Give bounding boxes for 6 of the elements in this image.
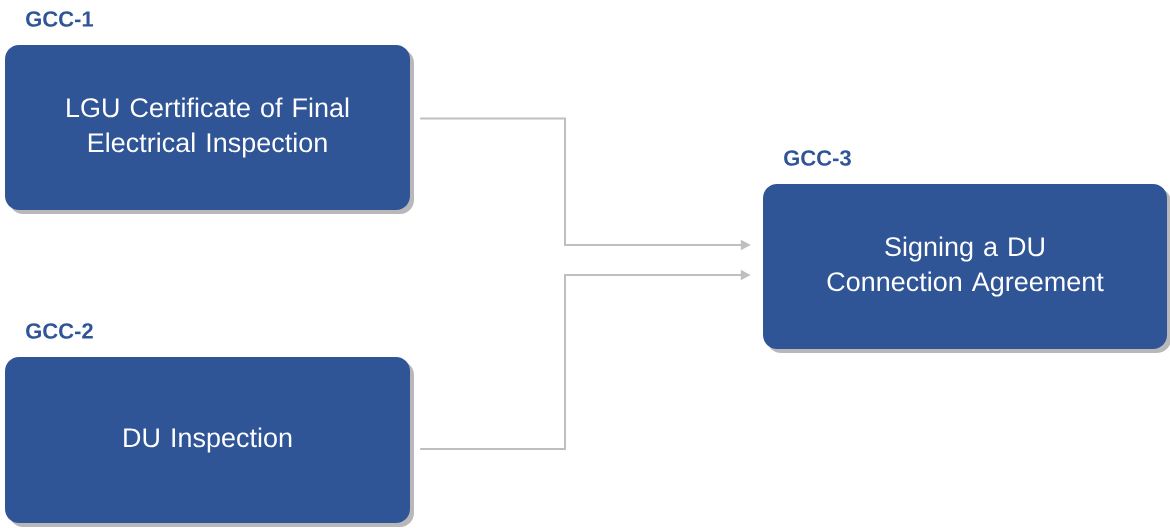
box-heading: GCC-2 <box>26 323 93 339</box>
box-heading: GCC-1 <box>26 11 94 27</box>
box-heading: GCC-3 <box>784 150 851 166</box>
process-box: LGU Certificate of Final Electrical Inspection <box>5 45 414 214</box>
process-box: DU Inspection <box>5 357 414 527</box>
process-box: Signing a DU Connection Agreement <box>763 184 1170 353</box>
